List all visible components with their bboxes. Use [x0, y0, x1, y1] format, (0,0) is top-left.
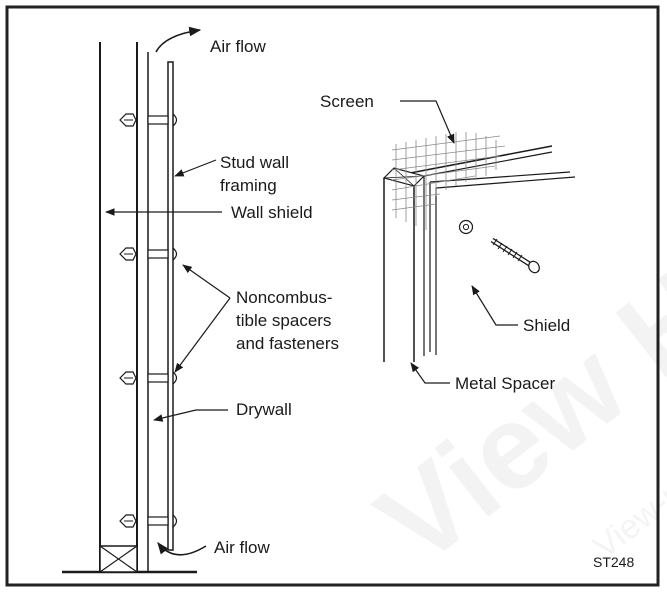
screen-leader — [400, 100, 455, 144]
noncombustible-label-line2: tible spacers — [236, 311, 331, 330]
shield-label: Shield — [523, 316, 570, 335]
noncombustible-label-line3: and fasteners — [236, 334, 339, 353]
screen-mesh — [391, 132, 506, 230]
stud-wall-leader — [174, 159, 217, 177]
shield-leader — [471, 285, 518, 326]
stud-wall-label-line2: framing — [220, 176, 277, 195]
spacer-fastener-1 — [119, 113, 178, 127]
drywall-leader — [153, 409, 228, 422]
wall-elevation — [62, 42, 197, 574]
drywall-label: Drywall — [236, 400, 292, 419]
metal-spacer-label: Metal Spacer — [455, 374, 555, 393]
noncombustible-leader-a — [182, 264, 231, 299]
screen-label: Screen — [320, 92, 374, 111]
spacer-fastener-3 — [119, 371, 178, 385]
figure-code: ST248 — [593, 554, 634, 570]
spacer-fastener-4 — [119, 514, 178, 528]
noncombustible-label-line1: Noncombus- — [236, 288, 332, 307]
air-flow-top-label: Air flow — [210, 37, 266, 56]
air-flow-top-arrow — [155, 26, 202, 53]
figure-frame — [5, 5, 660, 587]
washer — [458, 219, 474, 235]
wall-shield-label: Wall shield — [231, 203, 313, 222]
spacer-fastener-2 — [119, 247, 178, 261]
air-flow-bottom-label: Air flow — [214, 538, 270, 557]
noncombustible-leader-b — [174, 297, 231, 373]
shield-corner-detail — [382, 145, 576, 362]
air-flow-bottom-arrow — [157, 542, 207, 556]
screw — [490, 237, 540, 274]
metal-spacer-leader — [410, 362, 450, 384]
stud-wall-label-line1: Stud wall — [220, 153, 289, 172]
watermark-small-text: View-m — [587, 467, 667, 566]
